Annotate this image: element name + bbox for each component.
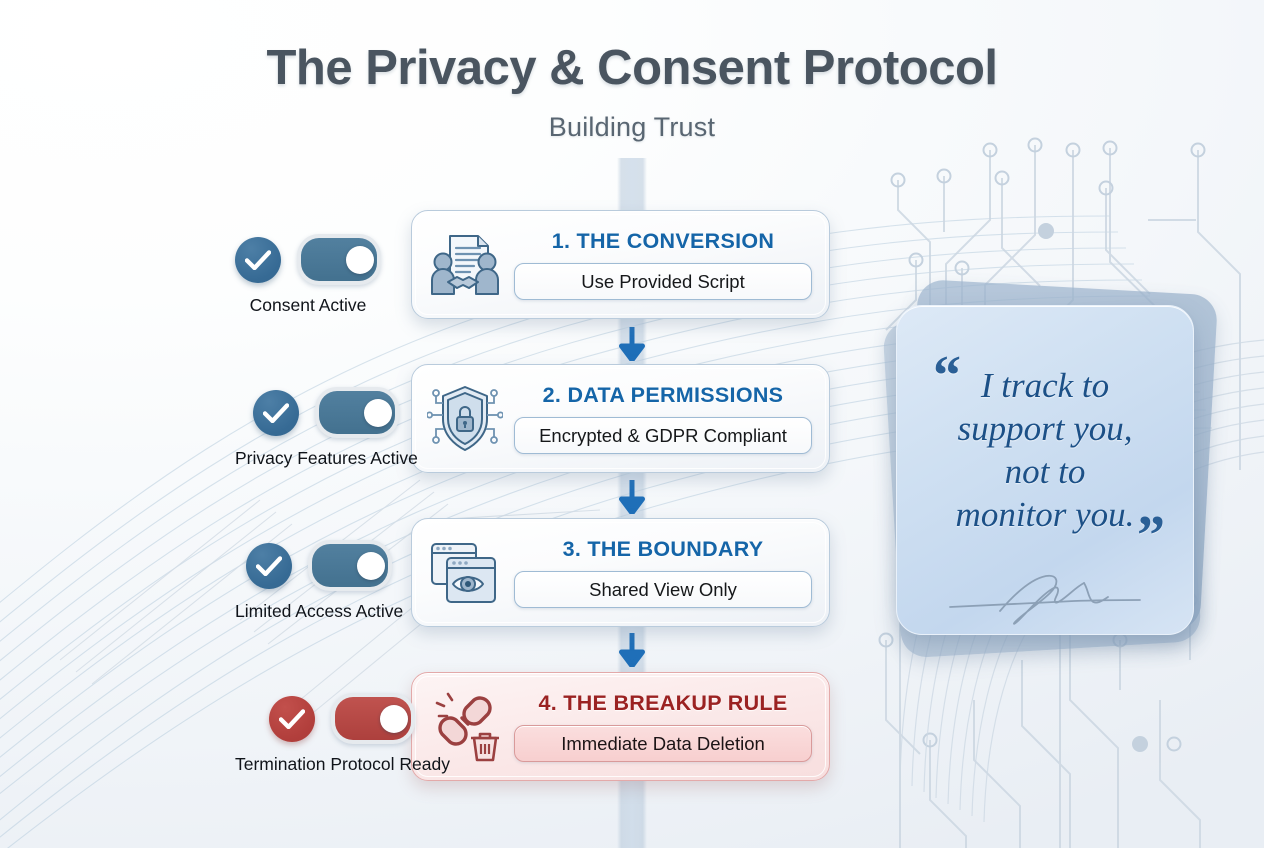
page-title: The Privacy & Consent Protocol <box>266 41 998 95</box>
arrow-down-icon <box>619 327 645 361</box>
quote-open-mark: “ <box>933 345 961 407</box>
step-card-body: 3. THE BOUNDARY Shared View Only <box>511 537 829 608</box>
status-controls <box>269 693 416 744</box>
handwritten-signature-icon <box>917 560 1173 634</box>
toggle-on-icon[interactable] <box>308 540 393 591</box>
arrow-down-icon <box>619 633 645 667</box>
broken-chain-trash-icon <box>419 681 511 773</box>
connector-arrow-2 <box>616 478 648 516</box>
shield-lock-circuit-icon <box>419 373 511 465</box>
quote-text: “ I track to support you, not to monitor… <box>917 328 1173 564</box>
status-controls <box>253 387 400 438</box>
toggle-knob <box>357 551 386 580</box>
step-card-data-permissions[interactable]: 2. DATA PERMISSIONS Encrypted & GDPR Com… <box>411 364 830 473</box>
quote-line-4: monitor you. <box>955 495 1135 535</box>
step-title: 3. THE BOUNDARY <box>562 537 764 561</box>
status-label: Termination Protocol Ready <box>235 754 450 774</box>
header: The Privacy & Consent Protocol Building … <box>0 44 1264 143</box>
arrow-down-icon <box>619 480 645 514</box>
toggle-on-icon[interactable] <box>297 234 381 285</box>
status-row-termination-protocol: Termination Protocol Ready <box>235 693 450 775</box>
status-controls <box>235 234 381 285</box>
step-pill[interactable]: Immediate Data Deletion <box>514 725 812 762</box>
step-card-boundary[interactable]: 3. THE BOUNDARY Shared View Only <box>411 518 830 627</box>
step-pill[interactable]: Use Provided Script <box>514 263 812 300</box>
check-circle-icon <box>269 695 316 742</box>
check-circle-icon <box>235 236 281 283</box>
handshake-document-icon <box>419 219 511 311</box>
status-row-privacy-features: Privacy Features Active <box>235 387 418 469</box>
quote-card-group: “ I track to support you, not to monitor… <box>882 278 1219 659</box>
toggle-knob <box>346 245 374 274</box>
connector-arrow-3 <box>616 631 648 669</box>
step-title: 2. DATA PERMISSIONS <box>542 383 784 407</box>
quote-line-1: I track to <box>980 366 1110 405</box>
status-controls <box>246 540 393 591</box>
status-label: Consent Active <box>249 295 367 315</box>
toggle-on-icon[interactable] <box>331 693 416 744</box>
step-card-body: 4. THE BREAKUP RULE Immediate Data Delet… <box>511 691 829 762</box>
step-card-body: 2. DATA PERMISSIONS Encrypted & GDPR Com… <box>511 383 829 454</box>
step-title: 4. THE BREAKUP RULE <box>538 691 788 715</box>
step-card-body: 1. THE CONVERSION Use Provided Script <box>511 229 829 300</box>
status-row-consent: Consent Active <box>235 234 381 316</box>
check-circle-icon <box>246 542 293 589</box>
status-label: Privacy Features Active <box>235 448 418 468</box>
step-title: 1. THE CONVERSION <box>551 229 775 253</box>
toggle-knob <box>380 704 409 733</box>
toggle-on-icon[interactable] <box>315 387 400 438</box>
browser-window-eye-icon <box>419 527 511 619</box>
quote-close-mark: ” <box>1137 505 1165 567</box>
quote-line-3: not to <box>1004 452 1086 492</box>
quote-line-2: support you, <box>957 409 1133 449</box>
status-label: Limited Access Active <box>235 601 404 621</box>
toggle-knob <box>364 398 393 427</box>
step-pill[interactable]: Shared View Only <box>514 571 812 608</box>
step-card-conversion[interactable]: 1. THE CONVERSION Use Provided Script <box>411 210 830 319</box>
status-row-limited-access: Limited Access Active <box>235 540 403 622</box>
step-pill[interactable]: Encrypted & GDPR Compliant <box>514 417 812 454</box>
step-card-breakup-rule[interactable]: 4. THE BREAKUP RULE Immediate Data Delet… <box>411 672 830 781</box>
check-circle-icon <box>253 389 300 436</box>
connector-arrow-1 <box>616 325 648 363</box>
quote-card: “ I track to support you, not to monitor… <box>896 305 1194 635</box>
page-subtitle: Building Trust <box>548 112 716 142</box>
